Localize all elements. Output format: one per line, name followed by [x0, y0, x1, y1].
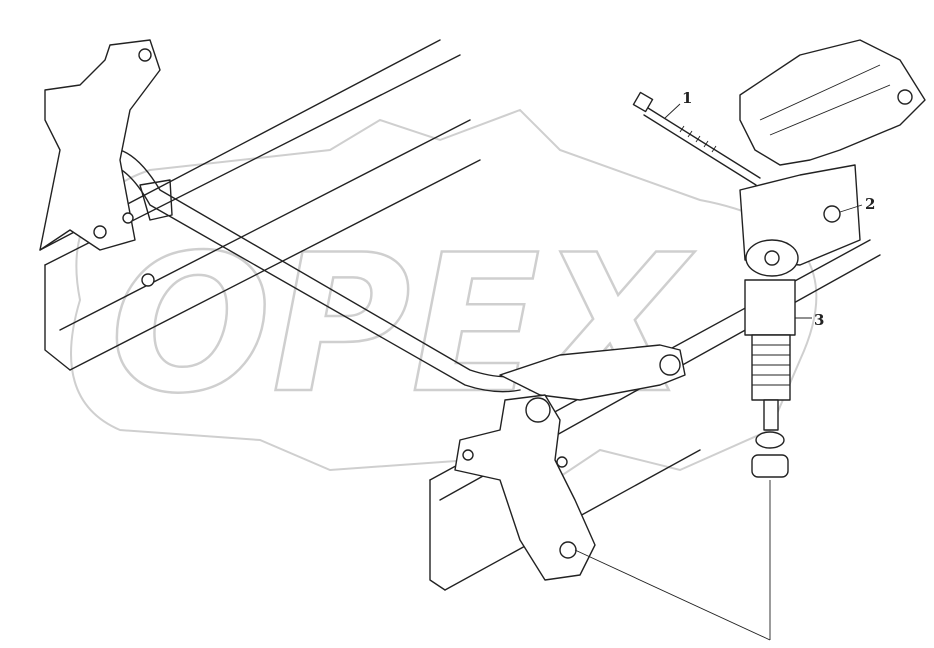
center-bracket	[454, 344, 686, 581]
cab-bracket	[739, 39, 926, 266]
bolt	[632, 91, 761, 186]
callout-label-3: 3	[814, 311, 824, 329]
callout-2: 2	[839, 195, 875, 213]
watermark-text: OPEX	[110, 214, 696, 435]
callout-label-2: 2	[865, 195, 875, 213]
callout-label-1: 1	[682, 89, 692, 107]
callout-3: 3	[795, 311, 824, 329]
callout-1: 1	[664, 89, 692, 119]
opex-watermark: OPEX	[70, 108, 818, 492]
left-bracket	[39, 39, 173, 287]
shock-absorber	[574, 239, 799, 641]
